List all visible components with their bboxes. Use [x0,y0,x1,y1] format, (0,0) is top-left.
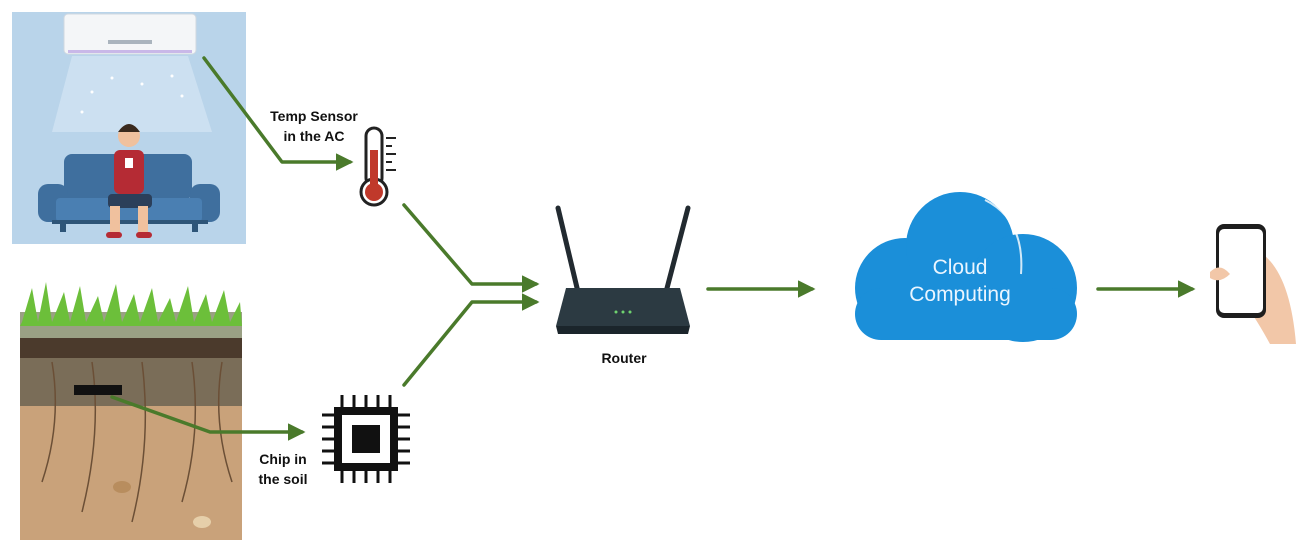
cloud-icon [855,192,1077,342]
temp-sensor-label: Temp Sensor in the AC [264,106,364,146]
router-label: Router [601,350,647,366]
air-conditioner-illustration [38,13,220,238]
cloud-label: Cloud Computing [890,254,1030,308]
arrow-soil-to-chip [110,395,306,441]
arrow-ac-to-sensor [202,56,354,171]
arrow-chip-to-router [402,293,540,387]
chip-label: Chip in the soil [248,449,318,489]
arrow-sensor-to-router [402,203,540,293]
thermometer-icon [359,126,396,207]
soil-illustration [12,282,242,540]
cloud-label-line2: Computing [909,283,1011,306]
smartphone-icon [1210,224,1296,344]
soil-layers-image [20,282,242,540]
temp-sensor-label-line1: Temp Sensor [270,108,358,124]
router-icon [555,205,691,334]
cloud-label-line1: Cloud [932,256,988,279]
room-illustration [12,12,246,244]
temp-sensor-label-line2: in the AC [283,128,345,144]
chip-icon [322,395,410,483]
chip-label-line1: Chip in [259,451,307,467]
chip-label-line2: the soil [258,471,308,487]
